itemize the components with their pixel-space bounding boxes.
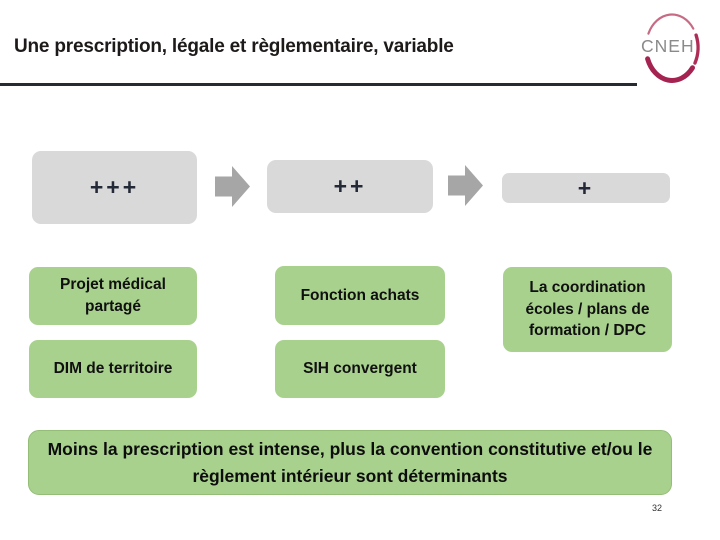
intensity-box-mid: ++: [267, 160, 433, 213]
intensity-label-low: +: [577, 174, 595, 201]
page-title: Une prescription, légale et règlementair…: [14, 36, 454, 57]
page-number: 32: [651, 503, 662, 513]
item-label: La coordination écoles / plans de format…: [525, 278, 650, 340]
item-label: Projet médical partagé: [60, 276, 166, 315]
conclusion-banner-text: Moins la prescription est intense, plus …: [47, 439, 653, 486]
item-label: Fonction achats: [300, 286, 420, 304]
arrow-right-icon: [448, 165, 483, 206]
intensity-label-mid: ++: [333, 173, 367, 199]
intensity-box-low: +: [502, 173, 670, 203]
arrow-right-icon: [215, 166, 250, 207]
cneh-logo-arc-icon: CNEH: [641, 13, 700, 83]
cneh-logo: CNEH: [636, 8, 708, 88]
item-box-projet-medical: Projet médical partagé: [29, 267, 197, 325]
title-underline: [0, 83, 637, 86]
item-label: DIM de territoire: [53, 360, 173, 378]
intensity-box-high: +++: [32, 151, 197, 224]
conclusion-banner: Moins la prescription est intense, plus …: [28, 430, 672, 495]
item-label: SIH convergent: [303, 360, 417, 378]
item-box-coordination-ecoles: La coordination écoles / plans de format…: [503, 267, 672, 352]
item-box-sih-convergent: SIH convergent: [275, 340, 445, 398]
intensity-label-high: +++: [89, 174, 140, 200]
item-box-dim-territoire: DIM de territoire: [29, 340, 197, 398]
cneh-logo-text: CNEH: [641, 36, 695, 56]
item-box-fonction-achats: Fonction achats: [275, 266, 445, 325]
